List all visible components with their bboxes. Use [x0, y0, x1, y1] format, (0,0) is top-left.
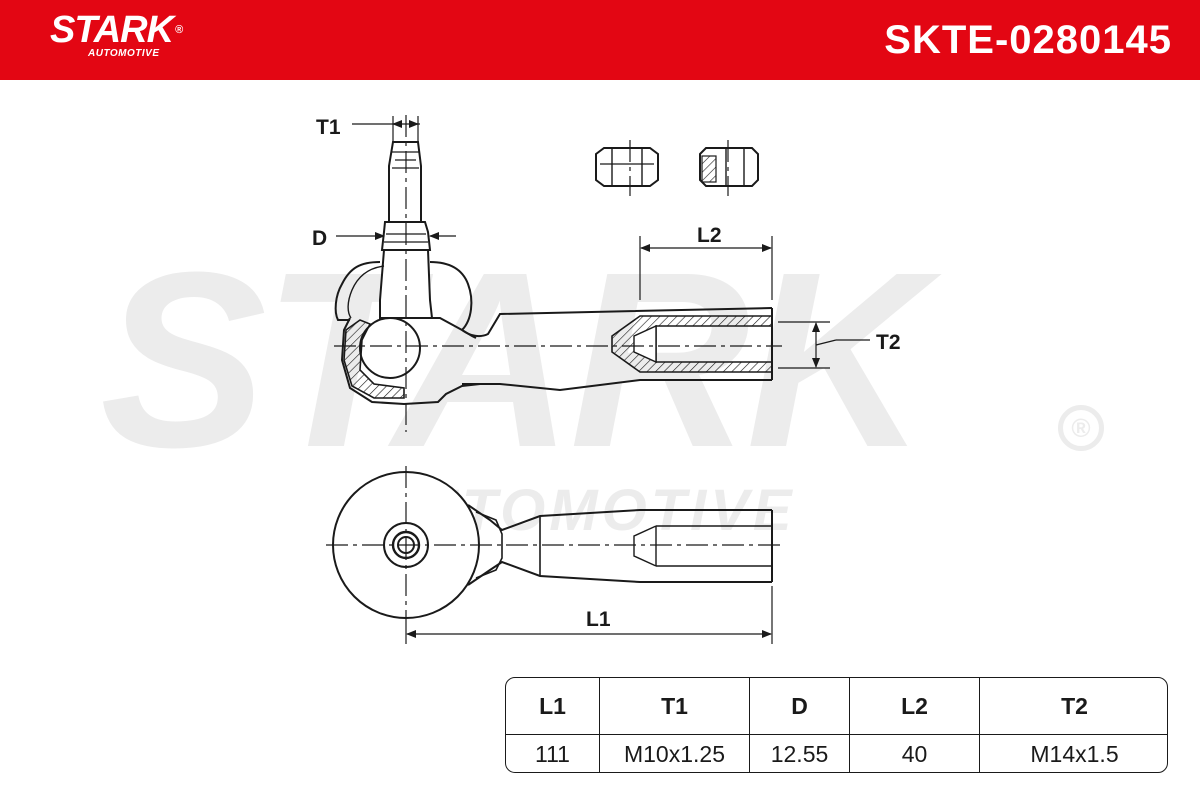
dimension-lines [336, 116, 870, 644]
side-view-drawing [334, 141, 773, 406]
dimension-label-l1: L1 [586, 608, 611, 631]
spec-header-t2: T2 [980, 678, 1167, 735]
brand-logo: STARK® AUTOMOTIVE [50, 9, 183, 59]
dimension-label-t2: T2 [876, 331, 901, 354]
brand-registered-mark: ® [175, 24, 183, 36]
spec-header-l2: L2 [850, 678, 980, 735]
spec-value-t2: M14x1.5 [1030, 741, 1119, 767]
dimension-label-l2: L2 [697, 224, 722, 247]
spec-header-l1: L1 [506, 678, 600, 735]
spec-header-d: D [750, 678, 850, 735]
spec-value-d: 12.55 [750, 735, 850, 772]
brand-name: STARK® [50, 9, 183, 51]
part-number: SKTE-0280145 [884, 18, 1172, 62]
top-view-centerlines [326, 466, 782, 625]
spec-value-t1: M10x1.25 [600, 735, 750, 772]
dimension-label-t1: T1 [316, 116, 341, 139]
brand-subtitle: AUTOMOTIVE [88, 48, 160, 59]
spec-value-l1: 111 [506, 735, 600, 772]
spec-header-t1: T1 [600, 678, 750, 735]
spec-table: L1 T1 D L2 T2 111 M10x1.25 12.55 40 M14x… [505, 677, 1168, 773]
dimension-label-d: D [312, 227, 327, 250]
spec-value-l2: 40 [850, 735, 980, 772]
header-bar: STARK® AUTOMOTIVE SKTE-0280145 [0, 0, 1200, 80]
side-view-centerlines [334, 115, 782, 432]
